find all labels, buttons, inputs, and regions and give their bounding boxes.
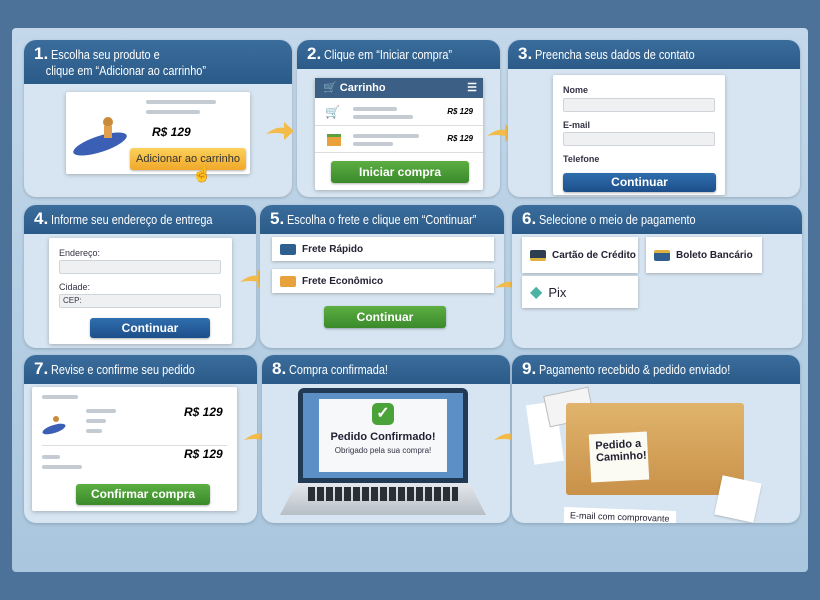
city-label: Cidade: <box>59 282 91 292</box>
total-price: R$ 129 <box>184 447 223 461</box>
package-label-text: Pedido a Caminho! <box>595 437 648 465</box>
credit-card-icon <box>530 249 546 261</box>
step-8-panel: 8.Compra confirmada! ✓ Pedido Confirmado… <box>262 355 510 523</box>
step-5-header: 5.Escolha o frete e clique em “Continuar… <box>260 205 504 234</box>
cart-title: Carrinho <box>339 82 386 94</box>
package-box: Pedido a Caminho! <box>566 403 744 495</box>
step-7-panel: 7.Revise e confirme seu pedido R$ 129 R$… <box>24 355 257 523</box>
item-price: R$ 129 <box>184 405 223 419</box>
payment-boleto[interactable]: Boleto Bancário <box>646 237 762 273</box>
step-2-header: 2.Clique em “Iniciar compra” <box>297 40 500 69</box>
product-price: R$ 129 <box>152 125 191 139</box>
confirmation-heading: Pedido Confirmado! <box>330 431 436 443</box>
confirmation-message: Obrigado pela sua compra! <box>334 446 432 455</box>
pix-icon: ◆ <box>530 284 543 301</box>
laptop-keyboard <box>280 483 486 515</box>
list-icon: ☰ <box>467 82 477 94</box>
step-number: 4. <box>34 209 49 228</box>
step-title: Compra confirmada! <box>289 362 389 377</box>
add-to-cart-button[interactable]: Adicionar ao carrinho <box>130 148 246 170</box>
step-6-header: 6.Selecione o meio de pagamento <box>512 205 802 234</box>
email-input[interactable] <box>563 132 715 146</box>
check-icon: ✓ <box>372 403 394 425</box>
step-4-header: 4.Informe seu endereço de entrega <box>24 205 256 234</box>
name-label: Nome <box>563 85 589 95</box>
step-number: 2. <box>307 44 322 63</box>
surfboard-product-image <box>73 117 127 156</box>
item-price: R$ 129 <box>447 107 473 116</box>
arrow-icon <box>266 122 294 140</box>
cart-item: 🛒 R$ 129 <box>315 100 483 126</box>
step-7-header: 7.Revise e confirme seu pedido <box>24 355 257 384</box>
option-label: Pix <box>548 284 567 300</box>
step-number: 5. <box>270 209 285 228</box>
step-3-header: 3.Preencha seus dados de contato <box>508 40 800 69</box>
hand-cursor-icon: ☝ <box>192 166 212 183</box>
step-title: Revise e confirme seu pedido <box>51 362 196 377</box>
step-2-panel: 2.Clique em “Iniciar compra” 🛒 Carrinho ☰… <box>297 40 500 197</box>
boleto-icon <box>654 249 670 261</box>
step-6-panel: 6.Selecione o meio de pagamento Cartão d… <box>512 205 802 348</box>
continue-button[interactable]: Continuar <box>563 173 716 192</box>
continue-button[interactable]: Continuar <box>324 306 446 328</box>
truck-icon <box>280 243 296 255</box>
laptop-screen: ✓ Pedido Confirmado! Obrigado pela sua c… <box>298 388 468 483</box>
step-number: 6. <box>522 209 537 228</box>
confirm-purchase-button[interactable]: Confirmar compra <box>76 484 210 505</box>
cart-icon: 🛒 <box>323 82 337 94</box>
option-label: Frete Rápido <box>302 243 364 255</box>
option-label: Frete Econômico <box>302 275 384 287</box>
option-label: Boleto Bancário <box>676 249 753 261</box>
item-price: R$ 129 <box>447 134 473 143</box>
calendar-icon <box>327 134 341 146</box>
document-icon <box>714 475 762 523</box>
name-input[interactable] <box>563 98 715 112</box>
step-3-panel: 3.Preencha seus dados de contato Nome E-… <box>508 40 800 197</box>
step-title: clique em “Adicionar ao carrinho” <box>45 63 207 78</box>
step-title: Selecione o meio de pagamento <box>539 212 696 227</box>
address-input[interactable] <box>59 260 221 274</box>
step-4-panel: 4.Informe seu endereço de entrega Endere… <box>24 205 256 348</box>
step-title: Escolha o frete e clique em “Continuar” <box>287 212 477 227</box>
phone-label: Telefone <box>563 154 600 164</box>
step-9-panel: 9.Pagamento recebido & pedido enviado! P… <box>512 355 800 523</box>
shipping-option-economic[interactable]: Frete Econômico <box>272 269 494 293</box>
step-number: 9. <box>522 359 537 378</box>
payment-credit-card[interactable]: Cartão de Crédito <box>522 237 638 273</box>
step-title: Escolha seu produto e <box>51 47 160 62</box>
step-title: Clique em “Iniciar compra” <box>324 47 453 62</box>
start-purchase-button[interactable]: Iniciar compra <box>331 161 469 183</box>
step-title: Preencha seus dados de contato <box>535 47 695 62</box>
cart-icon: 🛒 <box>325 105 340 119</box>
step-5-panel: 5.Escolha o frete e clique em “Continuar… <box>260 205 504 348</box>
step-number: 8. <box>272 359 287 378</box>
step-number: 7. <box>34 359 49 378</box>
step-number: 1. <box>34 44 49 63</box>
step-title: Pagamento recebido & pedido enviado! <box>539 362 731 377</box>
continue-button[interactable]: Continuar <box>90 318 210 338</box>
confirmation-dialog: ✓ Pedido Confirmado! Obrigado pela sua c… <box>319 399 447 472</box>
package-label: Pedido a Caminho! <box>588 431 650 483</box>
step-8-header: 8.Compra confirmada! <box>262 355 510 384</box>
email-label: E-mail <box>563 120 591 130</box>
surfboard-product-image <box>42 416 66 435</box>
step-number: 3. <box>518 44 533 63</box>
step-9-header: 9.Pagamento recebido & pedido enviado! <box>512 355 800 384</box>
shipping-option-fast[interactable]: Frete Rápido <box>272 237 494 261</box>
step-title: Informe seu endereço de entrega <box>51 212 213 227</box>
cart-item: R$ 129 <box>315 127 483 153</box>
option-label: Cartão de Crédito <box>552 249 636 261</box>
truck-icon <box>280 275 296 287</box>
cart-header: 🛒 Carrinho ☰ <box>315 78 483 98</box>
email-receipt-label: E-mail com comprovante <box>563 507 676 523</box>
payment-pix[interactable]: ◆ Pix <box>522 276 638 308</box>
cep-input[interactable]: CEP: <box>59 294 221 308</box>
address-label: Endereço: <box>59 248 101 258</box>
